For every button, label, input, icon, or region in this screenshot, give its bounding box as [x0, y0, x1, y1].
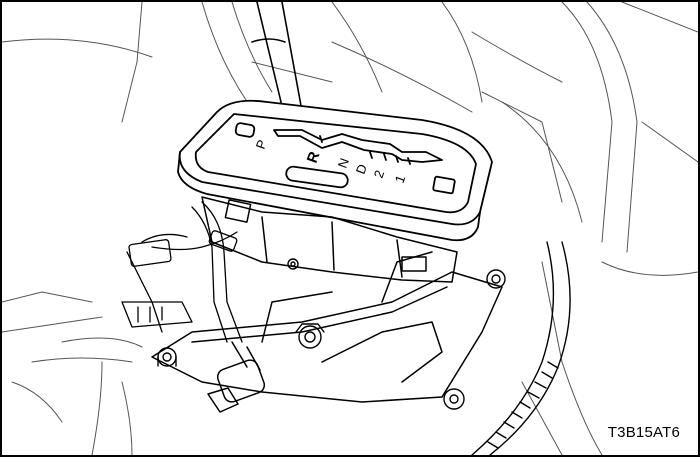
bolt-right-front [443, 388, 465, 410]
gear-2: 2 [371, 168, 388, 180]
shifter-base [151, 251, 503, 403]
shift-indicator-cover [177, 99, 493, 242]
mechanism-housing [201, 196, 458, 283]
cable-knob [207, 341, 266, 413]
shift-gate-letters: P R N D 2 1 [253, 138, 409, 185]
bolt-left [157, 347, 177, 367]
figure-code: T3B15AT6 [607, 424, 680, 441]
bolt-center [295, 323, 325, 349]
right-cable [471, 241, 571, 455]
gear-1: 1 [392, 173, 409, 185]
wire-harness-left [121, 201, 243, 343]
mounting-bolts [157, 258, 506, 410]
bolt-right-rear [486, 269, 506, 289]
